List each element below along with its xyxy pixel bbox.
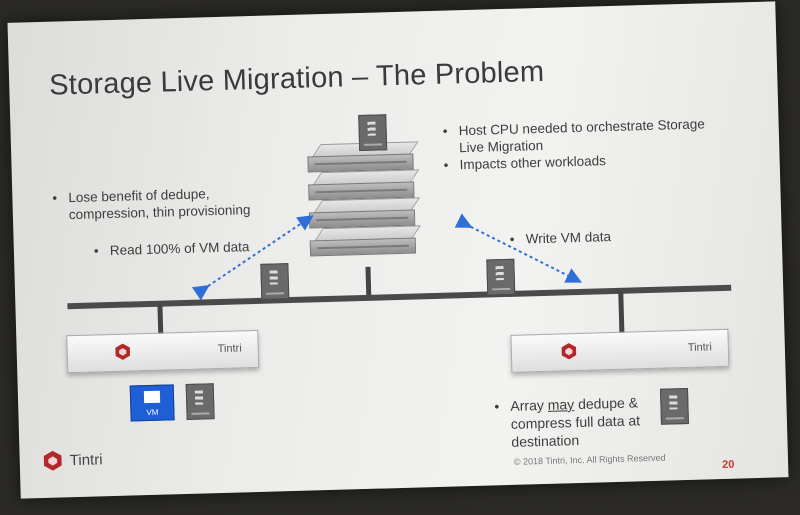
array-brand: Tintri [687,341,713,354]
write-arrow [454,213,583,283]
data-file-icon [659,387,689,425]
vm-screen [143,390,161,404]
tintri-logo-icon [561,343,577,360]
vm-label: VM [146,407,159,418]
slide: Storage Live Migration – The Problem Hos… [7,1,789,499]
read-arrow [191,215,314,301]
bullet-array-pre: Array [510,396,548,414]
array-bullets: Array may dedupe & compress full data at… [494,392,671,451]
data-file-icon [260,263,290,300]
tintri-logo-icon [43,450,62,471]
transfer-arrows [191,213,583,301]
source-array: Tintri [66,329,260,374]
vm-icon: VM [129,384,175,422]
tintri-logo-icon [115,343,131,360]
footer-brand: Tintri [69,451,103,470]
destination-array: Tintri [510,328,730,373]
bullet-array: Array may dedupe & compress full data at… [494,392,671,451]
array-brand: Tintri [217,342,242,356]
data-file-icon [185,383,215,420]
page-number: 20 [721,458,735,472]
bullet-array-emph: may [547,396,575,413]
data-file-icon [486,258,516,296]
